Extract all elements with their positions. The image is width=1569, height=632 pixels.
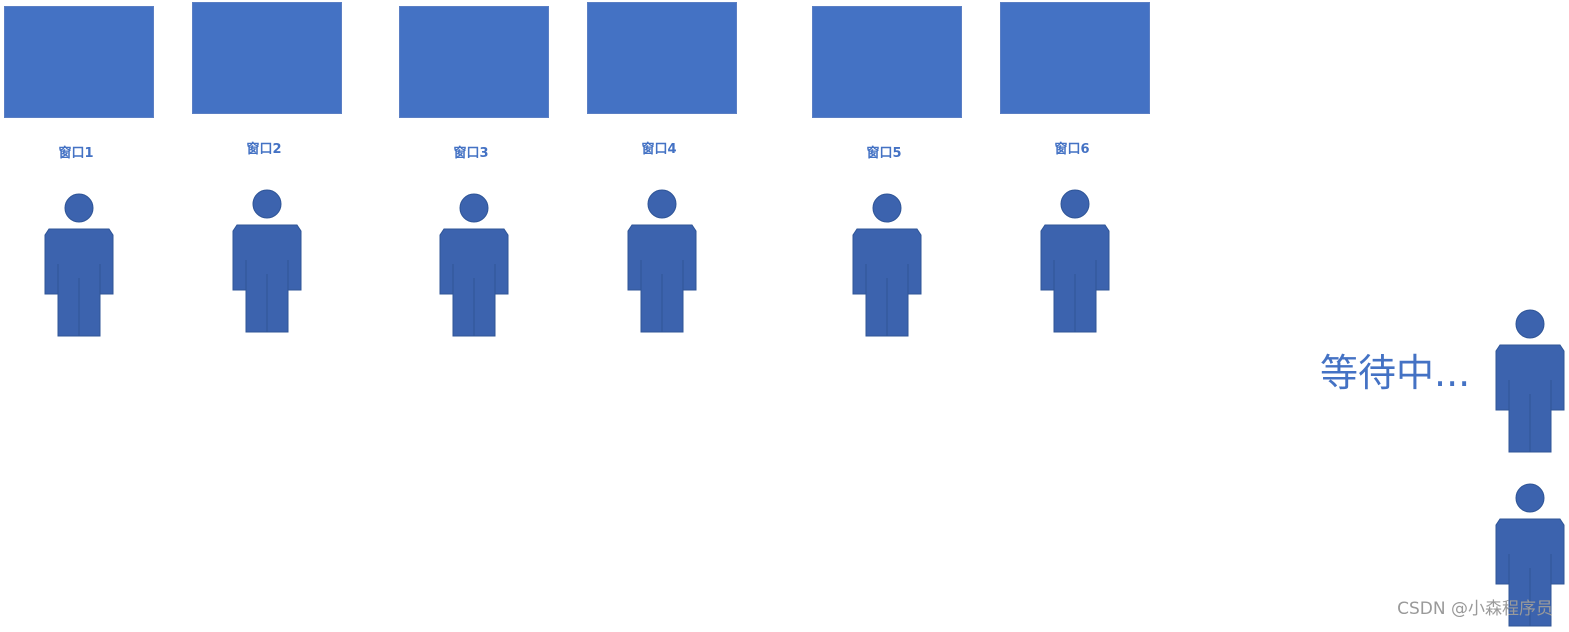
window-3 [399,6,549,118]
window-1 [4,6,154,118]
person-icon [1495,309,1565,453]
window-2 [192,2,342,114]
waiting-label: 等待中... [1320,351,1471,395]
window-label-2: 窗口2 [246,142,282,157]
person-head [872,193,902,223]
watermark: CSDN @小森程序员 [1397,599,1553,619]
window-label-3: 窗口3 [453,146,489,161]
person-head [459,193,489,223]
window-4 [587,2,737,114]
person-at-window-4 [627,186,697,334]
person-at-window-2 [232,186,302,334]
person-icon [627,189,697,333]
person-icon [1040,189,1110,333]
person-icon [852,193,922,337]
person-at-window-1 [44,190,114,338]
person-at-window-3 [439,190,509,338]
window-6 [1000,2,1150,114]
window-label-6: 窗口6 [1054,142,1090,157]
person-at-window-5 [852,190,922,338]
waiting-person-1 [1495,306,1565,454]
window-label-1: 窗口1 [58,146,94,161]
person-head [1060,189,1090,219]
person-head [64,193,94,223]
person-head [647,189,677,219]
window-label-4: 窗口4 [641,142,677,157]
person-at-window-6 [1040,186,1110,334]
person-icon [44,193,114,337]
person-icon [232,189,302,333]
person-head [1515,483,1545,513]
person-icon [439,193,509,337]
person-head [1515,309,1545,339]
window-label-5: 窗口5 [866,146,902,161]
person-head [252,189,282,219]
window-5 [812,6,962,118]
